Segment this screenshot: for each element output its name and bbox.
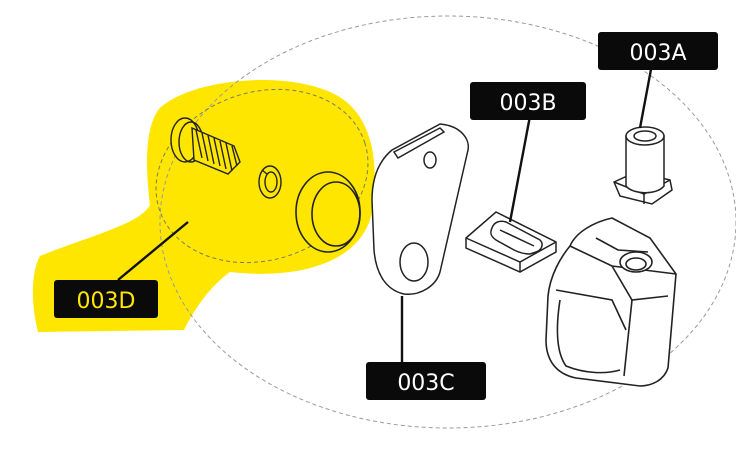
part-label-003a: 003A <box>629 41 686 66</box>
leader-line-003a <box>638 63 654 129</box>
leader-line-003d <box>117 221 189 281</box>
label-box-003d <box>54 280 158 318</box>
group-003d-dashed-outline <box>155 88 369 264</box>
label-box-003b <box>470 82 586 120</box>
part-label-003b: 003B <box>499 91 556 116</box>
label-box-003c <box>366 362 486 400</box>
part-label-003c: 003C <box>397 371 454 396</box>
assembly-dashed-outline <box>159 15 736 429</box>
highlight-region-003d <box>32 80 375 332</box>
label-box-003a <box>598 32 718 70</box>
lock-washer-part <box>258 165 282 199</box>
leader-line-003b <box>508 115 532 223</box>
round-cap-part <box>295 171 361 253</box>
slot-plate-part <box>465 211 557 273</box>
gasket-plate-part <box>371 123 470 295</box>
part-label-003d: 003D <box>77 289 136 314</box>
housing-part <box>545 217 677 387</box>
screw-part <box>170 117 241 175</box>
bushing-part <box>613 126 673 205</box>
